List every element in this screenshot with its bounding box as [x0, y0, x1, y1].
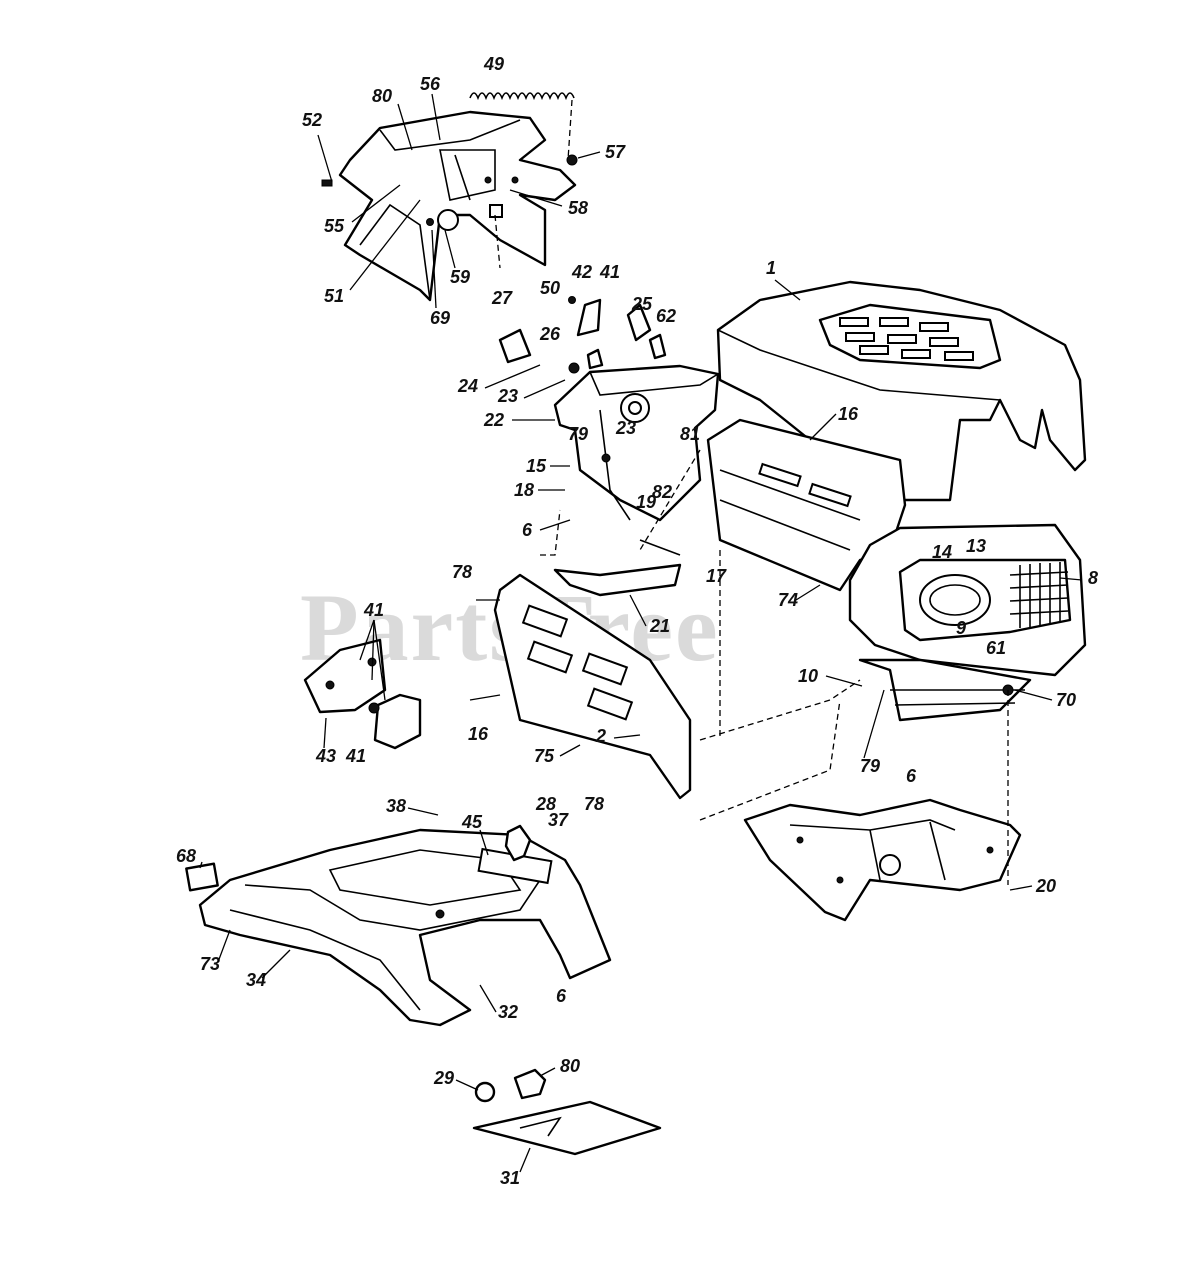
callout-31[interactable]: 31: [500, 1168, 520, 1188]
plug-68[interactable]: [185, 862, 219, 892]
callout-79-top[interactable]: 79: [568, 424, 588, 444]
hinge-bracket[interactable]: [303, 638, 422, 750]
callout-14[interactable]: 14: [932, 542, 952, 562]
bolt-57[interactable]: [566, 151, 601, 166]
callout-79-right[interactable]: 79: [860, 756, 880, 776]
callout-78-bottom[interactable]: 78: [584, 794, 604, 814]
callout-70[interactable]: 70: [1056, 690, 1076, 710]
callout-26[interactable]: 26: [539, 324, 561, 344]
callout-21[interactable]: 21: [649, 616, 670, 636]
callout-34[interactable]: 34: [246, 970, 266, 990]
callout-16-top[interactable]: 16: [838, 404, 859, 424]
callout-28[interactable]: 28: [535, 794, 556, 814]
dash-panel[interactable]: [553, 364, 720, 522]
callout-13[interactable]: 13: [966, 536, 986, 556]
callouts: 52 80 56 49 57 58 55 59 51 50 69 1 42 41…: [176, 54, 1098, 1188]
leader-lines: [199, 93, 1083, 1173]
callout-32[interactable]: 32: [498, 1002, 518, 1022]
callout-50[interactable]: 50: [540, 278, 560, 298]
callout-41-top[interactable]: 41: [599, 262, 620, 282]
callout-59[interactable]: 59: [450, 267, 470, 287]
part-62[interactable]: [648, 333, 667, 360]
lower-dash-panel[interactable]: [493, 573, 692, 800]
bolt-52[interactable]: [317, 134, 333, 187]
callout-27[interactable]: 27: [491, 288, 513, 308]
callout-16-left[interactable]: 16: [468, 724, 489, 744]
callout-75[interactable]: 75: [534, 746, 555, 766]
callout-45[interactable]: 45: [461, 812, 483, 832]
callout-52[interactable]: 52: [302, 110, 322, 130]
callout-56[interactable]: 56: [420, 74, 441, 94]
callout-78-top[interactable]: 78: [452, 562, 472, 582]
callout-8[interactable]: 8: [1088, 568, 1098, 588]
callout-24[interactable]: 24: [457, 376, 478, 396]
callout-80[interactable]: 80: [372, 86, 392, 106]
callout-58[interactable]: 58: [568, 198, 588, 218]
callout-62[interactable]: 62: [656, 306, 676, 326]
bracket-41-top[interactable]: [576, 298, 602, 337]
side-panel[interactable]: [706, 418, 907, 592]
callout-15[interactable]: 15: [526, 456, 547, 476]
callout-41-bottom[interactable]: 41: [345, 746, 366, 766]
frame-bracket[interactable]: [743, 690, 1022, 922]
callout-6-top[interactable]: 6: [522, 520, 533, 540]
callout-25[interactable]: 25: [631, 294, 653, 314]
callout-55[interactable]: 55: [324, 216, 345, 236]
callout-18[interactable]: 18: [514, 480, 534, 500]
rear-fender[interactable]: [198, 828, 612, 1027]
bracket-21[interactable]: [553, 539, 682, 597]
callout-20[interactable]: 20: [1035, 876, 1056, 896]
callout-57[interactable]: 57: [605, 142, 626, 162]
callout-23-right[interactable]: 23: [615, 418, 636, 438]
callout-1[interactable]: 1: [766, 258, 776, 278]
part-26[interactable]: [586, 348, 604, 370]
callout-74[interactable]: 74: [778, 590, 798, 610]
callout-41-hinge[interactable]: 41: [363, 600, 384, 620]
callout-17[interactable]: 17: [706, 566, 727, 586]
grille-mesh: [1009, 562, 1069, 628]
callout-68[interactable]: 68: [176, 846, 196, 866]
callout-49[interactable]: 49: [483, 54, 504, 74]
callout-23-left[interactable]: 23: [497, 386, 518, 406]
callout-73[interactable]: 73: [200, 954, 220, 974]
hood-vents: [839, 317, 974, 361]
callout-6-right[interactable]: 6: [906, 766, 917, 786]
spring[interactable]: [469, 92, 575, 161]
callout-43[interactable]: 43: [315, 746, 336, 766]
callout-19[interactable]: 19: [636, 492, 656, 512]
knob-28[interactable]: [504, 824, 532, 862]
callout-38[interactable]: 38: [386, 796, 406, 816]
callout-61[interactable]: 61: [986, 638, 1006, 658]
callout-81[interactable]: 81: [680, 424, 700, 444]
front-grille[interactable]: [848, 523, 1087, 722]
callout-51[interactable]: 51: [324, 286, 344, 306]
callout-6-bottom[interactable]: 6: [556, 986, 567, 1006]
callout-22[interactable]: 22: [483, 410, 504, 430]
hood[interactable]: [716, 280, 1087, 502]
cap-29[interactable]: [474, 1081, 496, 1103]
dash-bracket-assembly[interactable]: [338, 110, 577, 302]
callout-37[interactable]: 37: [548, 810, 569, 830]
callout-29[interactable]: 29: [433, 1068, 454, 1088]
callout-82[interactable]: 82: [652, 482, 672, 502]
part-25[interactable]: [626, 303, 652, 342]
callout-2[interactable]: 2: [595, 726, 606, 746]
cap-80[interactable]: [513, 1068, 547, 1100]
callout-42[interactable]: 42: [571, 262, 592, 282]
key-switch-27[interactable]: [498, 328, 532, 364]
callout-69[interactable]: 69: [430, 308, 450, 328]
callout-10[interactable]: 10: [798, 666, 818, 686]
callout-9[interactable]: 9: [956, 618, 966, 638]
callout-80-bottom[interactable]: 80: [560, 1056, 580, 1076]
decal-31[interactable]: [472, 1100, 662, 1156]
